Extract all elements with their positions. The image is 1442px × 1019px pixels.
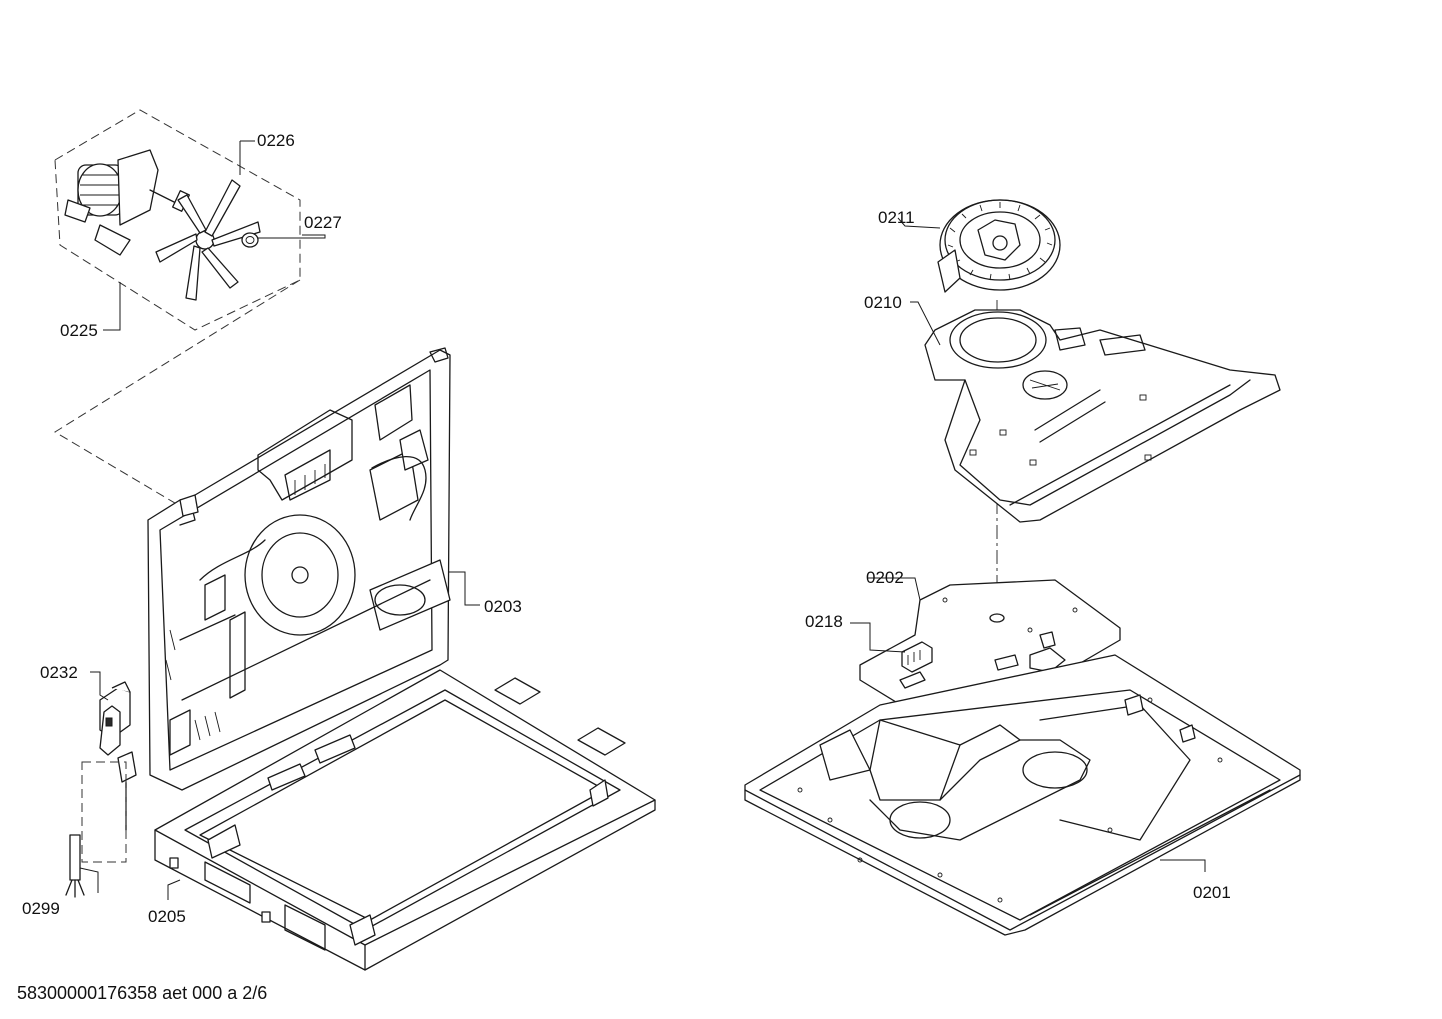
sensor-switch [901,641,933,673]
part-label-0201: 0201 [1193,883,1231,902]
fan-nut [241,232,259,248]
base-panel [744,654,1301,936]
fan-motor-assembly-group [54,109,301,331]
part-label-0203: 0203 [484,597,522,616]
part-label-0211: 0211 [878,208,915,227]
assembly-guide-line [54,279,301,513]
door-lock [99,681,131,756]
cable-harness [65,834,85,898]
part-label-0202: 0202 [866,568,904,587]
air-duct [924,309,1281,523]
part-label-0232: 0232 [40,663,78,682]
part-label-0210: 0210 [864,293,902,312]
lamp-connector [117,751,137,831]
part-label-0299: 0299 [22,899,60,918]
part-label-0226: 0226 [257,131,295,150]
cooling-fan-wheel [937,199,1061,293]
fan-motor [64,149,190,256]
part-label-0205: 0205 [148,907,186,926]
leader-lines [79,140,1206,900]
part-label-0225: 0225 [60,321,98,340]
part-label-0218: 0218 [805,612,843,631]
back-panel [147,347,451,791]
bottom-frame-tray [154,669,656,971]
fan-impeller [155,179,261,301]
cable-group-outline [81,761,127,863]
part-label-0227: 0227 [304,213,342,232]
document-code: 58300000176358 aet 000 a 2/6 [17,983,268,1003]
